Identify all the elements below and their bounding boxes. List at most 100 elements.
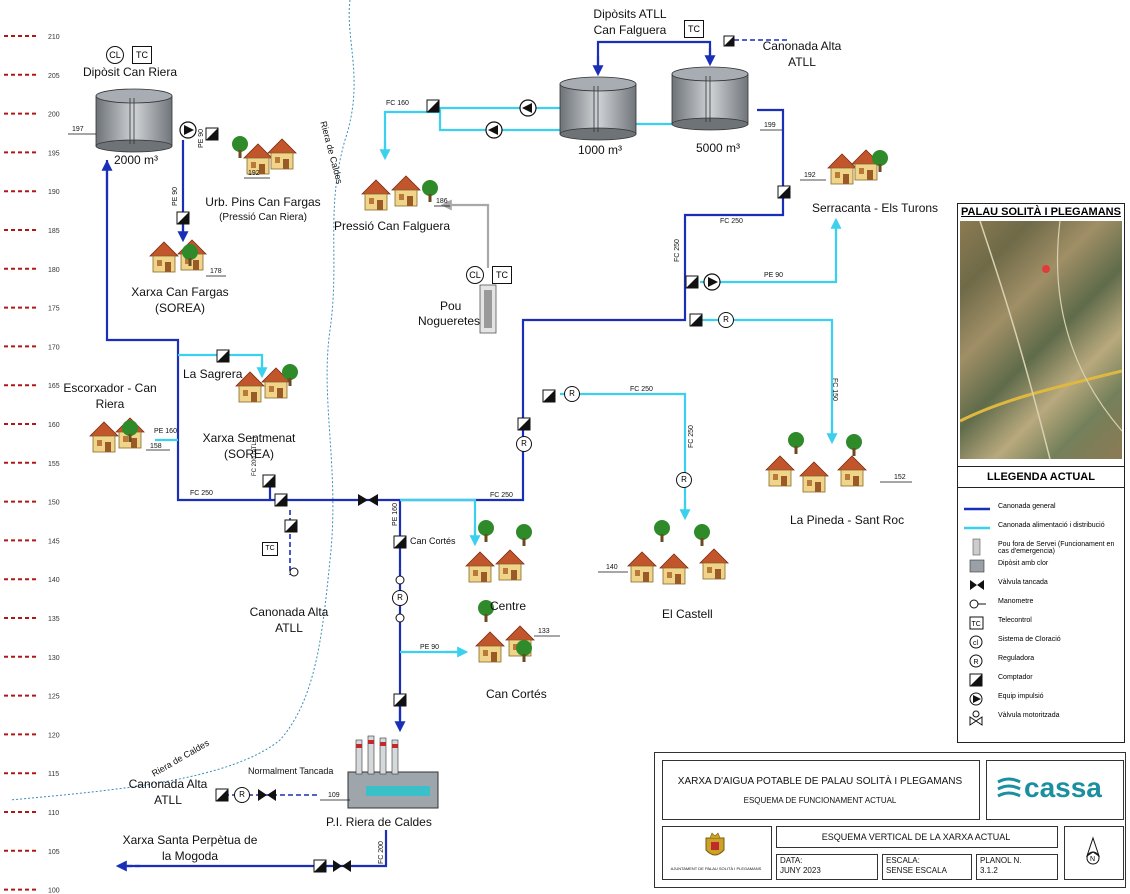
main-pipe-can-riera-vertical: [105, 160, 400, 502]
legend-item-label: Dipòsit amb clor: [998, 560, 1049, 567]
closed-valve-icon: [962, 576, 992, 594]
label-la-sagrera: La Sagrera: [183, 367, 243, 381]
legend-item: Canonada alimentació i distribució: [962, 519, 1122, 537]
pipe-label-pe160-esc: PE 160: [154, 428, 177, 435]
pipe-label-fc250-castell: FC 250: [630, 386, 653, 393]
pou-nogueretes-pipe: [440, 199, 490, 268]
label-pou-2: Nogueretes: [418, 314, 481, 328]
regulator-tag-castell: R: [564, 386, 580, 402]
legend-item: TC Telecontrol: [962, 614, 1122, 632]
scale-label: 170: [48, 344, 60, 351]
scale-label: 175: [48, 306, 60, 313]
elevation-199: 199: [764, 122, 776, 129]
legend-item-label: Canonada alimentació i distribució: [998, 522, 1105, 529]
elevation-152: 152: [894, 474, 906, 481]
legend-item-label: Sistema de Cloració: [998, 636, 1061, 643]
legend-panel: PALAU SOLITÀ I PLEGAMANS LLEGENDA ACTUAL…: [957, 203, 1125, 743]
legend-item: Dipòsit amb clor: [962, 557, 1122, 575]
regulator-tag-cortes: R: [392, 590, 408, 606]
closed-valve-icons: [258, 494, 378, 872]
label-normalment-tancada: Normalment Tancada: [248, 766, 334, 776]
manometer-icon: [962, 595, 992, 613]
elevation-scale: 2102052001951901851801751701651601551501…: [4, 34, 60, 894]
scale-label: 210: [48, 34, 60, 41]
label-can-cortes-valve: Can Cortés: [410, 536, 456, 546]
chlorination-tag-pou: CL: [466, 266, 484, 284]
label-escorxador-2: Riera: [95, 397, 125, 411]
elevation-leaders: [68, 129, 912, 801]
pipe-label-pe90-cortes: PE 90: [420, 644, 440, 651]
label-xarxa-can-fargas-1: Xarxa Can Fargas: [131, 285, 229, 299]
telecontrol-tag-pou: TC: [492, 266, 512, 284]
pump-icons: [179, 99, 721, 291]
pipe-distribution-icon: [962, 519, 992, 537]
elevation-192a: 192: [248, 170, 260, 177]
title-subtitle: ESQUEMA DE FUNCIONAMENT ACTUAL: [743, 796, 897, 805]
elevation-197: 197: [72, 126, 84, 133]
label-diposits-atll-1: Dipòsits ATLL: [593, 7, 667, 21]
telecontrol-tag-atll: TC: [684, 20, 704, 38]
label-canonada-alta-bot-2: ATLL: [154, 793, 182, 807]
tank-5000-icon: [671, 66, 749, 131]
svg-text:cl: cl: [973, 640, 979, 647]
scale-label: 140: [48, 577, 60, 584]
legend-item: Vàlvula motoritzada: [962, 709, 1122, 727]
legend-item-label: Equip impulsió: [998, 693, 1044, 700]
elevation-192b: 192: [804, 172, 816, 179]
escala-box: [882, 854, 972, 880]
label-centre: Centre: [490, 599, 527, 613]
scale-label: 200: [48, 112, 60, 119]
scale-label: 100: [48, 888, 60, 894]
scale-label: 130: [48, 655, 60, 662]
regulator-tag-castell-2: R: [676, 472, 692, 488]
escala-value: SENSE ESCALA: [886, 866, 947, 875]
factory-icon: [347, 735, 439, 809]
scale-label: 195: [48, 150, 60, 157]
legend-item: Manometre: [962, 595, 1122, 613]
legend-item: Comptador: [962, 671, 1122, 689]
planol-value: 3.1.2: [980, 866, 998, 875]
label-urb-pins-1: Urb. Pins Can Fargas: [205, 195, 321, 209]
legend-item-label: Reguladora: [998, 655, 1035, 662]
label-urb-pins-2: (Pressió Can Riera): [219, 212, 307, 223]
riera-caldes-stream: [9, 0, 355, 801]
legend-item-label: Vàlvula tancada: [998, 579, 1048, 586]
planol-box: [976, 854, 1058, 880]
scale-label: 135: [48, 616, 60, 623]
telecontrol-tag: TC: [132, 46, 152, 64]
regulator-icon: R: [962, 652, 992, 670]
meter-icon: [962, 671, 992, 689]
scale-label: 160: [48, 422, 60, 429]
planol-label: PLANOL N.: [980, 856, 1022, 865]
scale-label: 180: [48, 267, 60, 274]
label-pi-riera: P.I. Riera de Caldes: [326, 815, 432, 829]
label-la-pineda: La Pineda - Sant Roc: [790, 513, 905, 527]
scale-label: 165: [48, 383, 60, 390]
scale-label: 105: [48, 849, 60, 856]
scale-label: 150: [48, 500, 60, 507]
legend-item-label: Manometre: [998, 598, 1034, 605]
ajuntament-shield-icon: [704, 832, 726, 862]
svg-text:R: R: [974, 659, 979, 666]
scale-label: 125: [48, 694, 60, 701]
label-xarxa-sentmenat-2: (SOREA): [223, 447, 274, 461]
vertical-title: ESQUEMA VERTICAL DE LA XARXA ACTUAL: [821, 832, 1011, 842]
label-xarxa-sentmenat-1: Xarxa Sentmenat: [202, 431, 296, 445]
elevation-133: 133: [538, 628, 550, 635]
label-can-cortes: Can Cortés: [486, 687, 547, 701]
title-box: [662, 760, 980, 820]
tank-can-riera-icon: [95, 88, 173, 153]
main-pipe-to-castell-branch: [400, 108, 785, 502]
main-pipe-atll-top: [596, 40, 712, 64]
svg-text:TC: TC: [972, 621, 981, 628]
legend-item: R Reguladora: [962, 652, 1122, 670]
pipe-label-fc150: FC 150: [831, 378, 838, 401]
cassa-logo-box: [986, 760, 1124, 820]
pipe-label-fc250-main: FC 250: [490, 492, 513, 499]
scale-label: 110: [48, 810, 59, 817]
label-diposit-can-riera: Dipòsit Can Riera: [82, 65, 178, 79]
legend-item-label: Telecontrol: [998, 617, 1032, 624]
pipe-general-icon: [962, 500, 992, 518]
telecontrol-icon: TC: [962, 614, 992, 632]
